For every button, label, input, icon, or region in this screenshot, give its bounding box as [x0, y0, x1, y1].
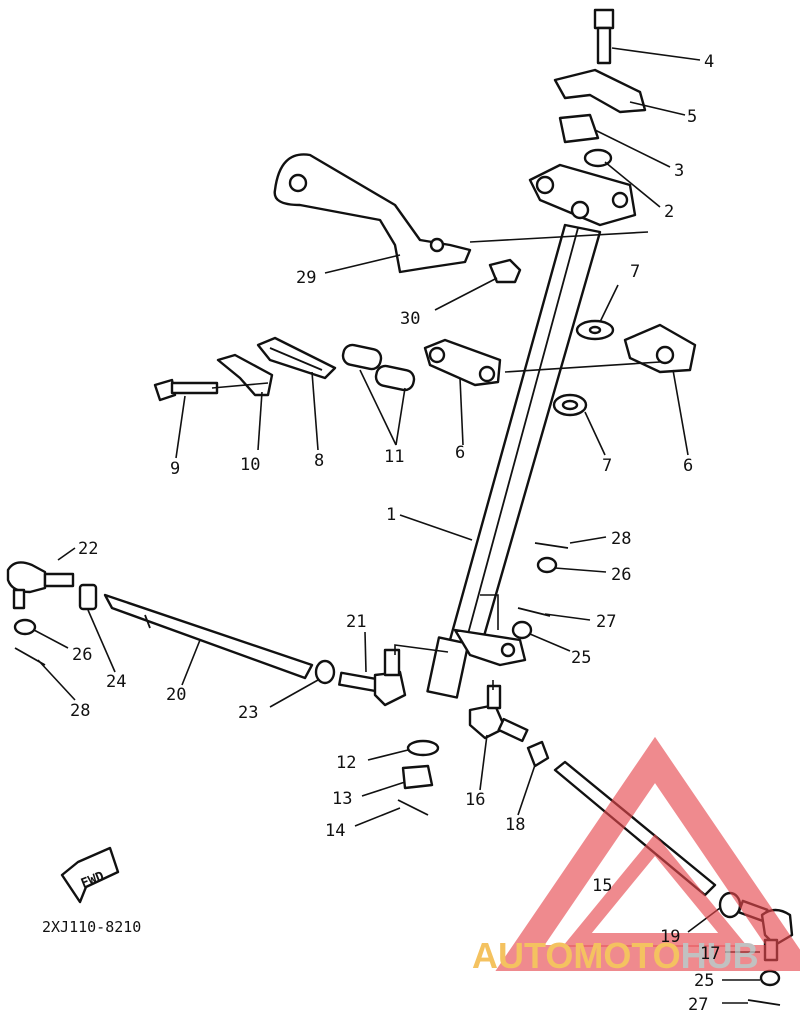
tie-rod-end-16: [468, 684, 529, 743]
callout-24: 24: [106, 672, 126, 692]
nut-25-top: [511, 620, 533, 640]
washer-7-bottom: [552, 393, 588, 417]
tie-rod-end-21: [338, 648, 407, 707]
tie-rod-end-22: [6, 561, 75, 610]
assembly-lines: [211, 231, 661, 690]
plate-8: [256, 336, 337, 380]
bolt-9: [153, 378, 219, 402]
callout-21: 21: [346, 612, 366, 632]
nut-18: [526, 740, 550, 768]
callout-27-top: 27: [596, 612, 616, 632]
callout-10: 10: [240, 455, 260, 475]
leader-lines: [33, 47, 760, 1004]
cap-3: [558, 113, 600, 144]
washer-12: [406, 739, 440, 757]
callout-30: 30: [400, 309, 420, 329]
callout-18: 18: [505, 815, 525, 835]
cotter-pin-27-right: [747, 999, 781, 1006]
collars-11: [341, 343, 416, 392]
clamp-6-right: [623, 323, 697, 374]
callout-12: 12: [336, 753, 356, 773]
cotter-pin-14: [397, 799, 429, 816]
callout-8: 8: [314, 451, 324, 471]
lock-washer-10: [216, 353, 274, 397]
callout-28-left: 28: [70, 701, 90, 721]
callout-1: 1: [386, 505, 396, 525]
callout-25-top: 25: [571, 648, 591, 668]
nut-23: [314, 659, 336, 685]
callout-15: 15: [592, 876, 612, 896]
callout-17: 17: [700, 944, 720, 964]
callout-13: 13: [332, 789, 352, 809]
callout-19: 19: [660, 927, 680, 947]
callout-6-left: 6: [455, 443, 465, 463]
upper-handlebar-holder: [528, 163, 637, 227]
fwd-arrow-icon: FWD: [60, 846, 120, 904]
callout-20: 20: [166, 685, 186, 705]
callout-26-left: 26: [72, 645, 92, 665]
callout-4: 4: [704, 52, 714, 72]
bolt-4: [593, 8, 615, 65]
nut-24: [78, 583, 98, 611]
callout-16: 16: [465, 790, 485, 810]
steering-shaft: [426, 223, 602, 699]
bracket-29: [273, 153, 472, 274]
callout-25-right: 25: [694, 971, 714, 991]
nut-26-left: [13, 618, 37, 636]
watermark-brand: AUTOMOTOHUB: [472, 935, 759, 976]
washer-7-top: [575, 319, 615, 341]
cap-2: [583, 148, 613, 168]
cotter-pin-27-top: [517, 607, 551, 617]
plate-5: [553, 68, 647, 114]
callout-2: 2: [664, 202, 674, 222]
callout-11: 11: [384, 447, 404, 467]
callout-6-right: 6: [683, 456, 693, 476]
callout-26-top: 26: [611, 565, 631, 585]
callout-22: 22: [78, 539, 98, 559]
callout-7-bottom: 7: [602, 456, 612, 476]
callout-3: 3: [674, 161, 684, 181]
callout-7-top: 7: [630, 262, 640, 282]
nut-25-right: [759, 969, 781, 987]
diagram-code: 2XJ110-8210: [42, 918, 141, 936]
nut-26-top: [536, 556, 558, 574]
callout-28-top: 28: [611, 529, 631, 549]
callout-27-right: 27: [688, 995, 708, 1015]
callout-14: 14: [325, 821, 345, 841]
watermark-logo: AUTOMOTOHUB: [472, 736, 800, 976]
callout-5: 5: [687, 107, 697, 127]
cotter-pin-28-top: [534, 542, 569, 549]
callout-9: 9: [170, 459, 180, 479]
tie-rod-20: [103, 593, 314, 680]
callout-29: 29: [296, 268, 316, 288]
callout-labels: 4 5 3 2 29 30 7 6 7 6 9 10 8 11 1 28 26 …: [70, 52, 720, 1015]
clamp-6-left: [423, 338, 502, 387]
nut-13: [401, 764, 434, 790]
callout-23: 23: [238, 703, 258, 723]
